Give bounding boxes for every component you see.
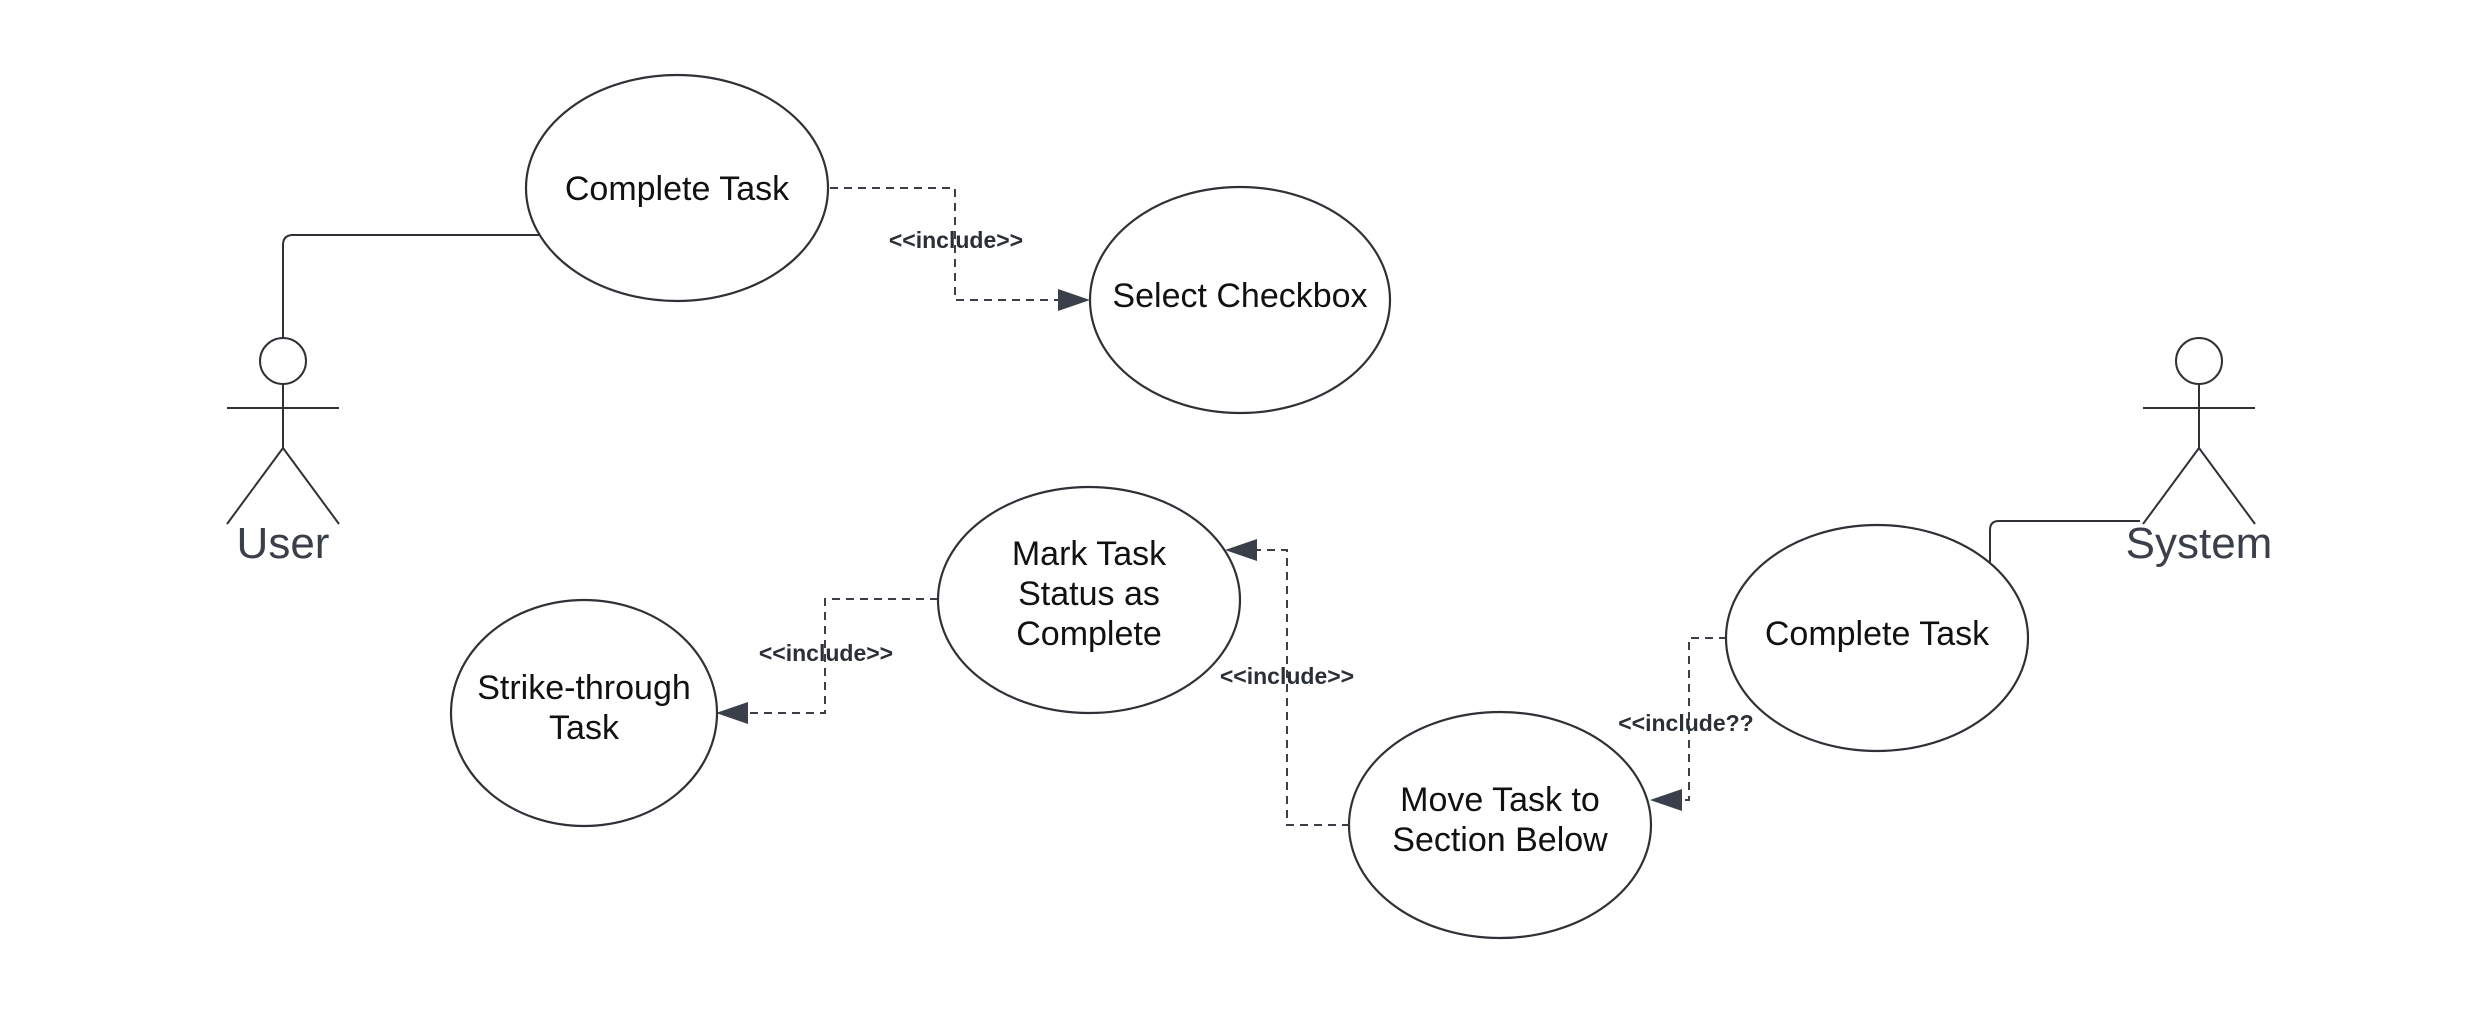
use-case-move-task xyxy=(1347,710,1653,940)
use-case-select-checkbox xyxy=(1088,185,1392,415)
arrowhead-mark-status xyxy=(1225,539,1257,561)
arrowhead-strike-through xyxy=(716,702,748,724)
use-case-label: Mark Task xyxy=(1012,535,1167,573)
use-case-label: Strike-through xyxy=(477,669,691,707)
include-label: <<include>> xyxy=(889,227,1023,253)
use-case-label: Section Below xyxy=(1392,821,1608,859)
include-connector-move-task xyxy=(1682,637,1727,801)
include-connector-select-checkbox xyxy=(830,187,1058,301)
include-label: <<include>> xyxy=(759,640,893,666)
include-connector-mark-status xyxy=(1257,549,1350,826)
use-case-label: Status as xyxy=(1018,575,1160,613)
actor-label: User xyxy=(237,519,330,568)
include-label: <<include?? xyxy=(1618,710,1753,736)
use-case-label: Complete xyxy=(1016,615,1162,653)
association-user-complete-task xyxy=(282,234,540,338)
use-case-complete-task-user xyxy=(524,73,830,303)
use-case-label: Complete Task xyxy=(1765,615,1990,653)
actor-system: System xyxy=(2126,337,2273,568)
use-case-label: Task xyxy=(549,709,620,747)
actor-head-icon xyxy=(259,337,307,385)
arrowhead-move-task xyxy=(1650,789,1682,811)
use-case-label: Complete Task xyxy=(565,170,790,208)
include-label: <<include>> xyxy=(1220,663,1354,689)
use-case-label: Select Checkbox xyxy=(1112,277,1367,315)
actor-head-icon xyxy=(2175,337,2223,385)
use-case-complete-task-system xyxy=(1724,523,2030,753)
include-connector-strike-through xyxy=(748,598,938,714)
association-system-complete-task xyxy=(1989,520,2140,562)
arrowhead-select-checkbox xyxy=(1058,289,1090,311)
actor-user: User xyxy=(226,337,340,568)
use-case-mark-task-status xyxy=(936,485,1242,715)
actor-label: System xyxy=(2126,519,2273,568)
use-case-label: Move Task to xyxy=(1400,781,1600,819)
use-case-strike-through-task xyxy=(449,598,719,828)
